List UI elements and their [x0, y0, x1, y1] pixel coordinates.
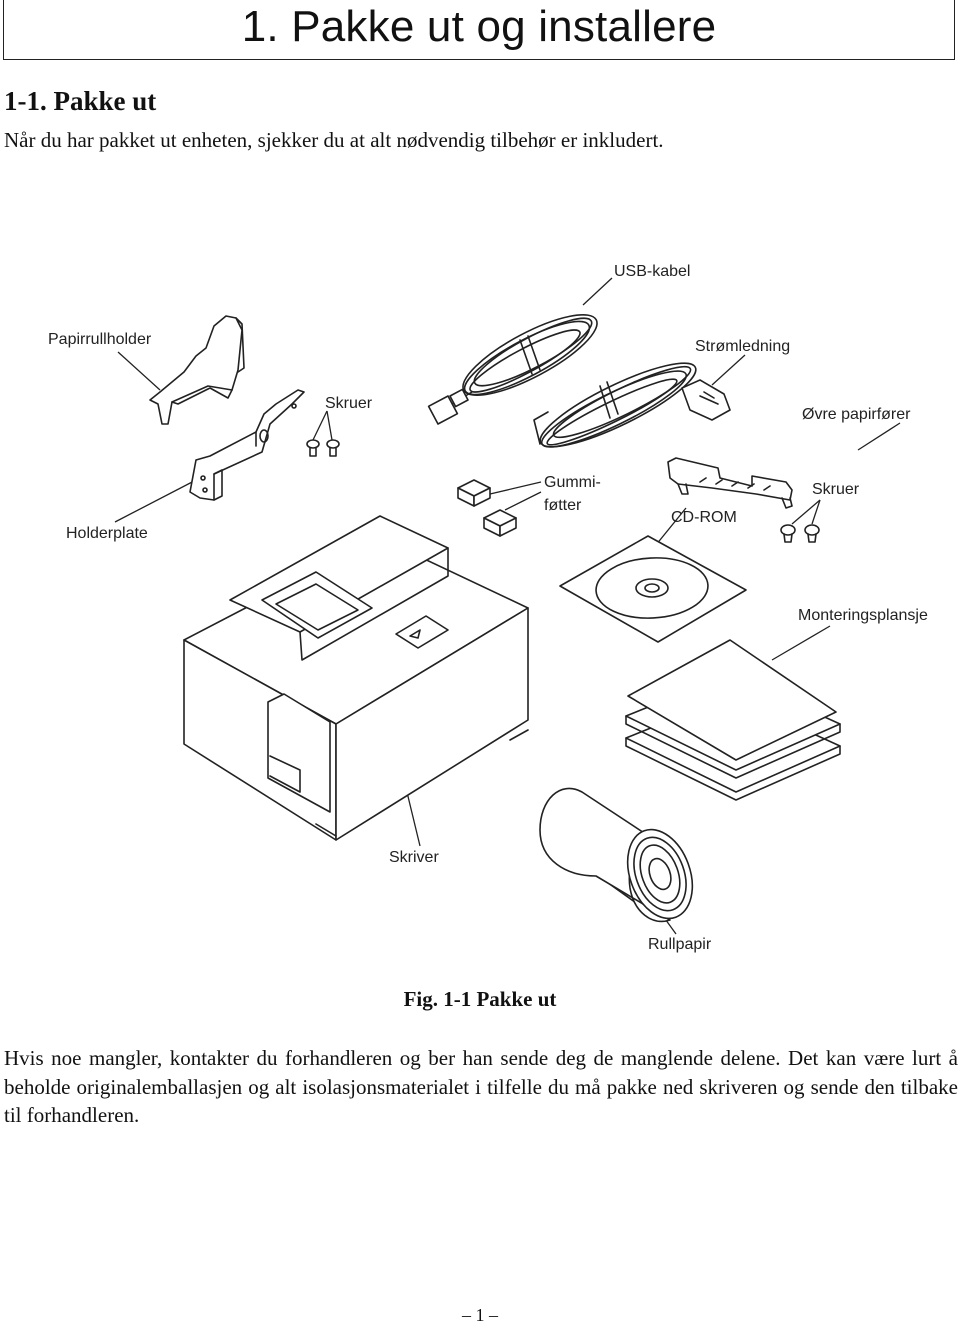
label-printer: Skriver [389, 849, 439, 866]
upper-paper-guide-drawing [667, 457, 793, 509]
usb-cable-drawing [427, 313, 598, 425]
label-paper-roll: Rullpapir [648, 936, 712, 953]
label-paper-roll-holder: Papirrullholder [48, 331, 152, 348]
paper-roll-holder-drawing [149, 315, 245, 425]
label-screws-right: Skruer [812, 481, 860, 498]
chapter-header-box: 1. Pakke ut og installere [3, 0, 955, 60]
label-holder-plate: Holderplate [66, 525, 148, 542]
printer-drawing [183, 515, 529, 841]
label-rubber-feet-1: Gummi- [544, 474, 601, 491]
label-power-cord: Strømledning [695, 338, 790, 355]
label-mounting-flange: Monteringsplansje [798, 607, 928, 624]
label-screws-top: Skruer [325, 395, 373, 412]
cd-rom-drawing [559, 535, 747, 643]
label-cd-rom: CD-ROM [671, 509, 737, 526]
screws-right-drawing [780, 524, 820, 543]
power-cord-drawing [533, 362, 731, 448]
unpacking-figure: USB-kabel Papirrullholder Strømledning S… [48, 263, 928, 953]
label-usb-cable: USB-kabel [614, 263, 690, 280]
screws-top-drawing [306, 439, 340, 457]
section-title: 1-1. Pakke ut [4, 86, 157, 116]
page-number: – 1 – [462, 1305, 498, 1325]
intro-paragraph: Når du har pakket ut enheten, sjekker du… [4, 128, 664, 152]
manuals-drawing [625, 639, 841, 801]
paper-roll-drawing [539, 787, 694, 923]
rubber-feet-drawing [457, 479, 517, 537]
label-rubber-feet-2: føtter [544, 497, 582, 514]
figure-caption: Fig. 1-1 Pakke ut [403, 987, 557, 1011]
body-paragraph: Hvis noe mangler, kontakter du forhandle… [4, 1046, 958, 1127]
holder-plate-drawing [189, 389, 305, 501]
label-upper-paper-guide: Øvre papirfører [802, 406, 911, 423]
chapter-title: 1. Pakke ut og installere [241, 2, 717, 51]
